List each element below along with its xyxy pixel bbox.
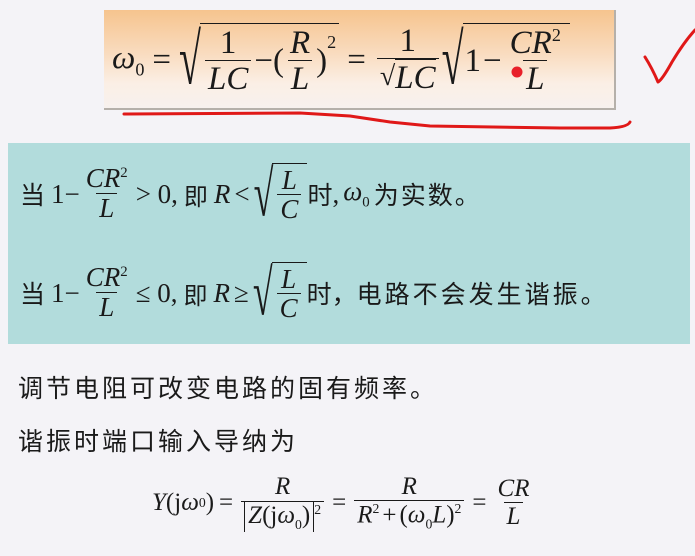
radical-icon: √ xyxy=(253,158,274,230)
resonant-frequency-formula-box xyxy=(104,10,616,110)
checkmark-icon xyxy=(643,28,695,84)
underline-annotation xyxy=(122,111,632,130)
equals-sign: = xyxy=(347,41,366,78)
radical-icon: √ xyxy=(252,257,273,329)
body-text-line-1: 调节电阻可改变电路的固有频率。 xyxy=(18,374,439,403)
equals-sign: = xyxy=(152,41,172,78)
inverse-sqrt-lc: 1 √LC xyxy=(376,23,439,97)
radical-icon: √ xyxy=(179,18,201,100)
body-text-line-2: 谐振时端口输入导纳为 xyxy=(18,427,299,456)
omega0-symbol: ω0 xyxy=(112,39,145,80)
radical-icon: √ xyxy=(441,18,464,100)
conditions-box xyxy=(8,143,690,344)
